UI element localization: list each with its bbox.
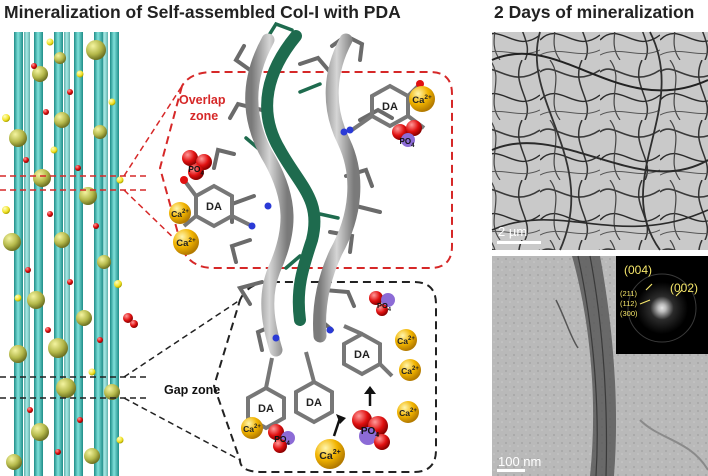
scale-bar-bottom (497, 469, 525, 472)
svg-text:Ca2+: Ca2+ (319, 449, 340, 462)
scale-label-top: 2 µm (498, 224, 527, 239)
svg-text:Ca2+: Ca2+ (399, 408, 417, 418)
svg-text:PO4: PO4 (361, 426, 379, 439)
da-label-gap-2: DA (306, 397, 322, 409)
svg-text:PO4: PO4 (274, 434, 290, 447)
pda-molecule-overlap-left (180, 176, 256, 230)
attraction-arrows (332, 386, 376, 437)
phosphate-group: PO4 (182, 150, 212, 180)
saed-ring-004: (004) (624, 263, 652, 277)
figure-title-right: 2 Days of mineralization (494, 2, 695, 22)
calcium-ion: Ca2+ (397, 401, 419, 423)
mineral-particles (2, 38, 138, 470)
calcium-ion: Ca2+ (409, 86, 435, 112)
phosphate-group: PO4 (268, 424, 295, 453)
gap-zone-label: Gap zone (164, 383, 220, 397)
saed-inset (616, 256, 708, 354)
calcium-ions: Ca2+ Ca2+ Ca2+ Ca2+ Ca2+ Ca2+ Ca2+ Ca2+ (169, 86, 435, 469)
calcium-ion: Ca2+ (399, 359, 421, 381)
da-label-gap-3: DA (354, 349, 370, 361)
zone-markers (0, 85, 241, 461)
svg-text:Ca2+: Ca2+ (243, 424, 261, 434)
da-label-gap-1: DA (258, 403, 274, 415)
svg-text:Ca2+: Ca2+ (171, 209, 189, 219)
sem-micrograph (491, 31, 708, 251)
scale-label-bottom: 100 nm (498, 454, 541, 469)
calcium-ion: Ca2+ (241, 417, 263, 439)
phosphate-group: PO4 (392, 120, 422, 149)
saed-ring-211: (211) (620, 289, 637, 298)
saed-ring-112: (112) (620, 299, 637, 308)
svg-text:PO4: PO4 (188, 164, 204, 177)
da-label-overlap-left: DA (206, 201, 222, 213)
svg-text:Ca2+: Ca2+ (401, 366, 419, 376)
collagen-triple-helix (212, 21, 394, 357)
phosphate-group: PO4 (352, 410, 390, 450)
figure-title-left: Mineralization of Self-assembled Col-I w… (4, 2, 401, 22)
da-label-overlap-right: DA (382, 101, 398, 113)
svg-text:Ca2+: Ca2+ (397, 336, 415, 346)
saed-ring-002: (002) (670, 281, 698, 295)
calcium-ion: Ca2+ (315, 439, 345, 469)
phosphate-groups: PO4 PO4 PO4 PO4 PO4 (182, 120, 422, 453)
collagen-tube-bundle (14, 32, 119, 476)
svg-text:Ca2+: Ca2+ (176, 237, 196, 249)
phosphate-group: PO4 (369, 291, 395, 316)
calcium-ion: Ca2+ (169, 202, 191, 224)
saed-ring-300: (300) (620, 309, 638, 318)
collagen-fibril-model (0, 30, 138, 476)
calcium-ion: Ca2+ (173, 229, 199, 255)
calcium-ion: Ca2+ (395, 329, 417, 351)
svg-text:PO4: PO4 (400, 137, 416, 149)
scale-bar-top (497, 241, 541, 244)
svg-text:PO4: PO4 (377, 301, 392, 313)
overlap-zone-label: Overlap zone (179, 93, 229, 123)
overlap-zone-callout (158, 71, 453, 269)
svg-text:Ca2+: Ca2+ (412, 94, 432, 106)
